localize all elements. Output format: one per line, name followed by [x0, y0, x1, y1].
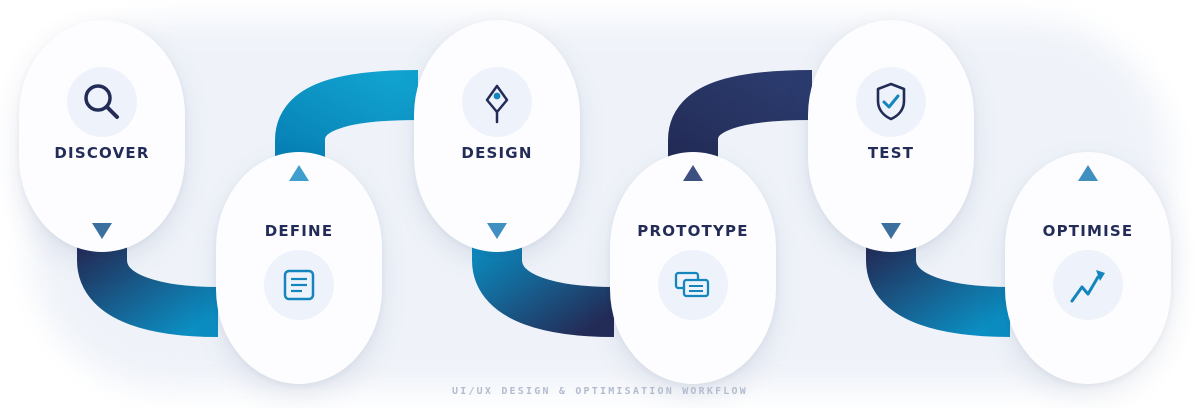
arrow-up-icon	[1078, 165, 1098, 181]
step-label-define: DEFINE	[264, 222, 334, 240]
diagram-caption: UI/UX DESIGN & OPTIMISATION WORKFLOW	[452, 386, 748, 397]
step-label-test: TEST	[867, 144, 915, 162]
step-card-optimise: OPTIMISE	[1005, 152, 1171, 384]
step-card-prototype: PROTOTYPE	[610, 152, 776, 384]
document-icon	[264, 250, 334, 320]
arrow-down-icon	[487, 223, 507, 239]
arrow-up-icon	[289, 165, 309, 181]
connector-discover-define	[77, 235, 219, 337]
connector-test-optimise	[866, 235, 1011, 337]
step-card-discover: DISCOVER	[19, 20, 185, 252]
search-icon	[67, 67, 137, 137]
arrow-down-icon	[881, 223, 901, 239]
step-card-test: TEST	[808, 20, 974, 252]
pen-nib-icon	[462, 67, 532, 137]
connector-define-design	[275, 70, 419, 160]
step-label-design: DESIGN	[461, 144, 533, 162]
trend-up-icon	[1053, 250, 1123, 320]
arrow-up-icon	[683, 165, 703, 181]
connector-design-prototype	[472, 235, 615, 337]
step-card-define: DEFINE	[216, 152, 382, 384]
arrow-down-icon	[92, 223, 112, 239]
step-label-optimise: OPTIMISE	[1042, 222, 1134, 240]
screens-icon	[658, 250, 728, 320]
step-label-prototype: PROTOTYPE	[637, 222, 749, 240]
step-label-discover: DISCOVER	[54, 144, 150, 162]
connector-prototype-test	[668, 70, 813, 160]
shield-check-icon	[856, 67, 926, 137]
step-card-design: DESIGN	[414, 20, 580, 252]
